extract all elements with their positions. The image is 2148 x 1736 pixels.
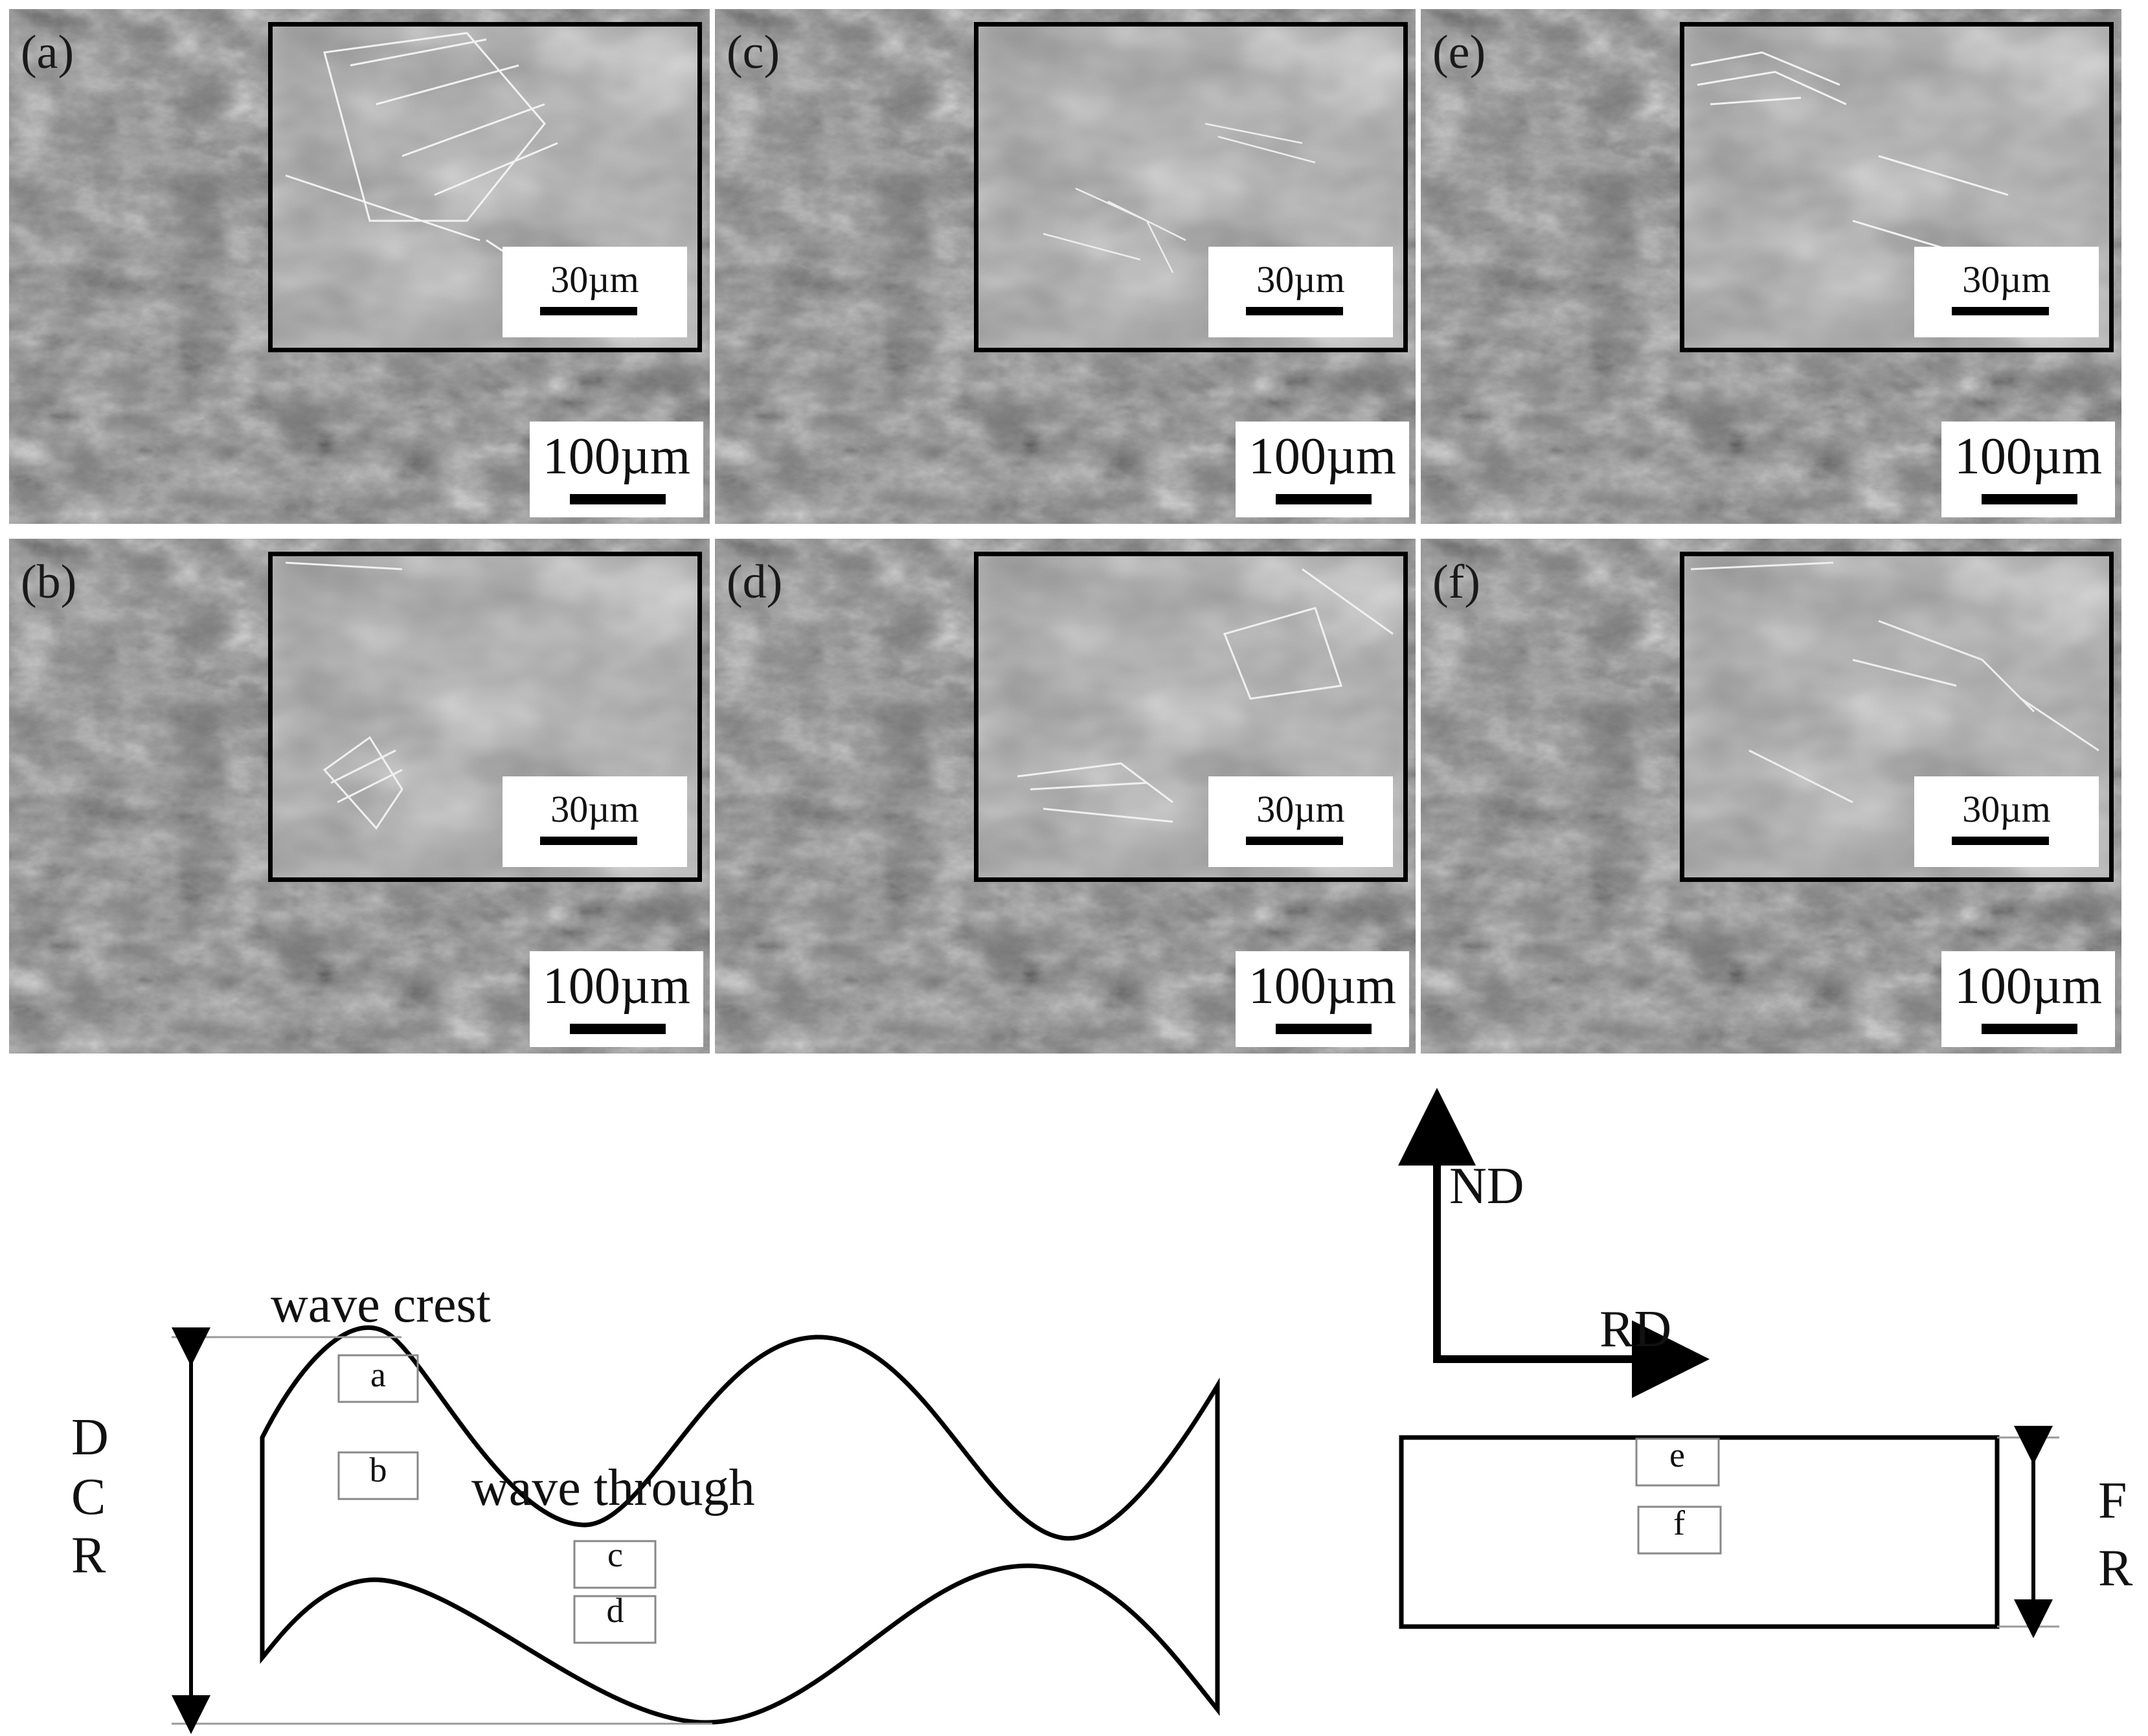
- main-scale-text: 100µm: [1248, 428, 1397, 485]
- box-c-outline: [573, 1540, 657, 1589]
- inset-scale-text: 30µm: [550, 788, 639, 830]
- rd-axis-label: RD: [1600, 1301, 1672, 1358]
- inset-scale-bar: 30µm: [1914, 247, 2099, 337]
- main-scale-text: 100µm: [1954, 428, 2103, 485]
- inset-scale-bar: 30µm: [1208, 247, 1393, 337]
- box-e-outline: [1635, 1437, 1720, 1487]
- main-scale-bar: 100µm: [530, 951, 703, 1047]
- inset-scale-line: [1246, 837, 1343, 845]
- box-label-c: c: [607, 1535, 623, 1574]
- dcr-side-label-c: C: [71, 1469, 106, 1526]
- schematic-drawing: [172, 1088, 2059, 1734]
- micrograph-panel-a: (a) 30µm 100µm: [9, 9, 710, 524]
- inset-scale-line: [1246, 307, 1343, 315]
- main-scale-line: [1276, 494, 1372, 504]
- inset-scale-text: 30µm: [1962, 258, 2051, 300]
- nd-axis-label: ND: [1449, 1158, 1524, 1215]
- main-scale-bar: 100µm: [1941, 422, 2115, 517]
- inset-scale-text: 30µm: [550, 258, 639, 300]
- main-scale-line: [570, 1024, 666, 1034]
- dcr-plate-outline: [260, 1325, 1220, 1725]
- wave-trough-label: wave through: [471, 1460, 755, 1516]
- panel-label: (e): [1432, 26, 1486, 79]
- main-scale-bar: 100µm: [530, 422, 703, 517]
- main-scale-text: 100µm: [542, 958, 691, 1015]
- panel-label: (a): [21, 26, 74, 79]
- inset-micrograph: 30µm: [974, 552, 1408, 882]
- inset-scale-text: 30µm: [1256, 258, 1345, 300]
- micrograph-panel-b: (b) 30µm 100µm: [9, 539, 710, 1054]
- inset-scale-bar: 30µm: [1208, 776, 1393, 867]
- inset-micrograph: 30µm: [1680, 552, 2114, 882]
- box-f-outline: [1637, 1505, 1722, 1555]
- inset-scale-bar: 30µm: [503, 247, 687, 337]
- micrograph-grid: (a) 30µm 100µm (b): [9, 9, 2121, 1054]
- inset-scale-line: [1952, 307, 2049, 315]
- main-scale-bar: 100µm: [1236, 951, 1409, 1047]
- micrograph-panel-e: (e) 30µm 100µm: [1421, 9, 2121, 524]
- panel-label: (f): [1432, 556, 1480, 609]
- main-scale-line: [1276, 1024, 1372, 1034]
- main-scale-text: 100µm: [542, 428, 691, 485]
- main-scale-text: 100µm: [1954, 958, 2103, 1015]
- main-scale-text: 100µm: [1248, 958, 1397, 1015]
- micrograph-panel-f: (f) 30µm 100µm: [1421, 539, 2121, 1054]
- inset-micrograph: 30µm: [268, 22, 702, 352]
- panel-label: (b): [21, 556, 77, 609]
- box-label-a: a: [370, 1355, 386, 1394]
- wave-crest-label: wave crest: [271, 1276, 491, 1333]
- box-d-outline: [573, 1595, 657, 1644]
- inset-scale-bar: 30µm: [503, 776, 687, 867]
- box-a-outline: [337, 1354, 419, 1403]
- inset-scale-line: [540, 837, 637, 845]
- box-label-b: b: [369, 1450, 387, 1489]
- sample-schematics: wave crest wave through D C R a b c d ND…: [0, 1062, 2148, 1736]
- inset-scale-text: 30µm: [1962, 788, 2051, 830]
- box-label-f: f: [1673, 1504, 1685, 1542]
- inset-micrograph: 30µm: [1680, 22, 2114, 352]
- inset-micrograph: 30µm: [974, 22, 1408, 352]
- fr-plate-outline: [1399, 1435, 2000, 1629]
- inset-scale-bar: 30µm: [1914, 776, 2099, 867]
- fr-side-label-r: R: [2098, 1540, 2133, 1597]
- main-scale-line: [1982, 1024, 2077, 1034]
- panel-label: (c): [727, 26, 780, 79]
- panel-label: (d): [727, 556, 783, 609]
- main-scale-line: [570, 494, 666, 504]
- inset-micrograph: 30µm: [268, 552, 702, 882]
- box-label-d: d: [606, 1591, 624, 1630]
- main-scale-bar: 100µm: [1941, 951, 2115, 1047]
- fr-side-label-f: F: [2098, 1472, 2127, 1529]
- micrograph-panel-d: (d) 30µm 100µm: [715, 539, 1416, 1054]
- main-scale-bar: 100µm: [1236, 422, 1409, 517]
- main-scale-line: [1982, 494, 2077, 504]
- inset-scale-line: [540, 307, 637, 315]
- box-b-outline: [337, 1451, 419, 1500]
- inset-scale-text: 30µm: [1256, 788, 1345, 830]
- inset-scale-line: [1952, 837, 2049, 845]
- micrograph-panel-c: (c) 30µm 100µm: [715, 9, 1416, 524]
- box-label-e: e: [1669, 1436, 1685, 1474]
- dcr-side-label-d: D: [71, 1409, 109, 1466]
- dcr-side-label-r: R: [71, 1527, 106, 1584]
